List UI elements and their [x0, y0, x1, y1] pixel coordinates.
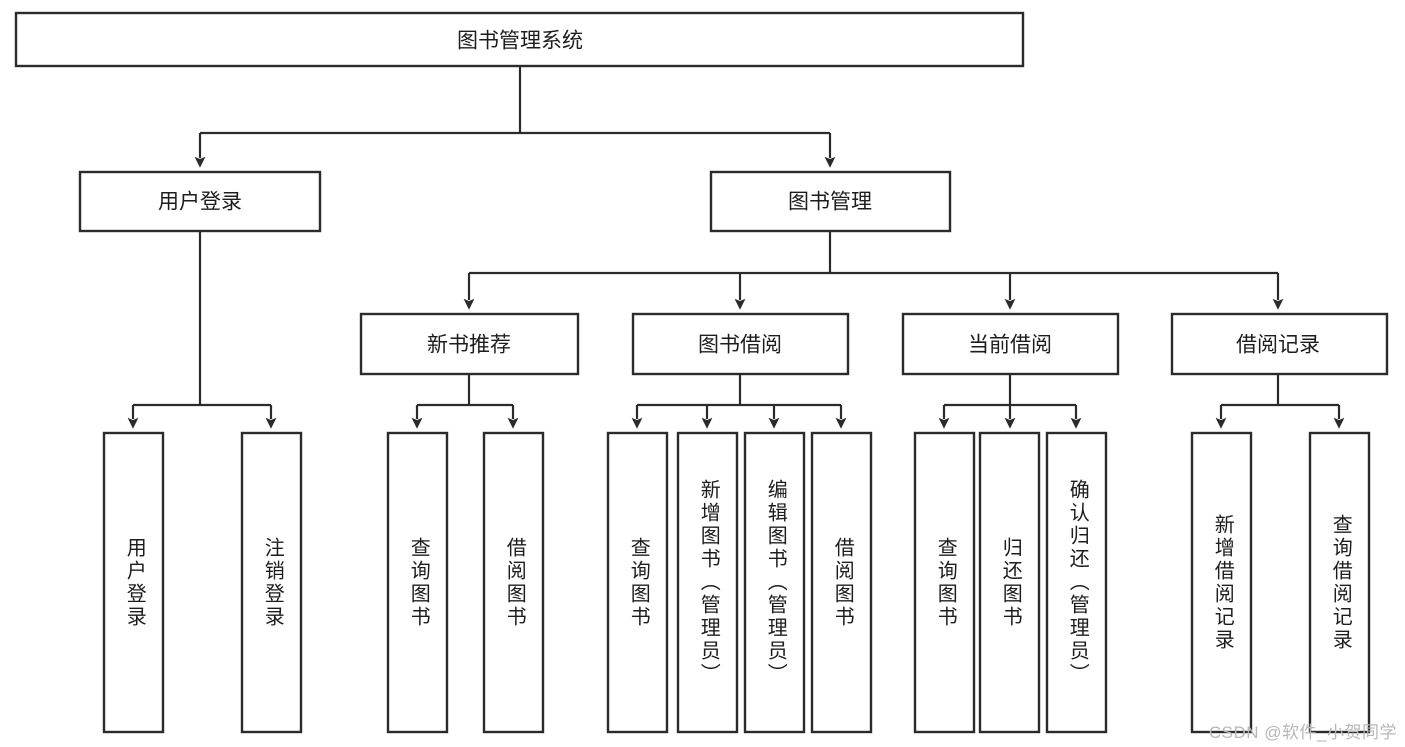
leaf-user-login-box[interactable]	[102, 431, 165, 734]
node-user-login-box[interactable]	[78, 170, 322, 233]
node-book-borrow[interactable]: 图书借阅	[631, 312, 850, 376]
node-new-book-rec-box[interactable]	[359, 312, 580, 376]
leaf-logout-box[interactable]	[240, 431, 303, 734]
leaf-edit-book-box[interactable]	[743, 431, 806, 734]
node-new-book-rec[interactable]: 新书推荐	[359, 312, 580, 376]
csdn-watermark: CSDN @软件_小贺同学	[1208, 723, 1397, 742]
node-borrow-record[interactable]: 借阅记录	[1170, 312, 1389, 376]
node-current-borrow-label: 当前借阅	[968, 334, 1052, 357]
leaf-query-book-2-box[interactable]	[606, 431, 669, 734]
node-book-manage-label: 图书管理	[788, 191, 872, 214]
node-user-login-label: 用户登录	[158, 191, 242, 214]
node-user-login[interactable]: 用户登录	[78, 170, 322, 233]
leaf-borrow-book-2-box[interactable]	[810, 431, 873, 734]
node-borrow-record-box[interactable]	[1170, 312, 1389, 376]
node-book-manage-box[interactable]	[709, 170, 952, 233]
node-root-label: 图书管理系统	[457, 30, 583, 53]
node-book-borrow-box[interactable]	[631, 312, 850, 376]
connector-group	[127, 66, 1345, 429]
leaf-add-record-box[interactable]	[1190, 431, 1253, 734]
leaf-confirm-return-box[interactable]	[1045, 431, 1108, 734]
leaf-query-record-box[interactable]	[1308, 431, 1371, 734]
node-borrow-record-label: 借阅记录	[1236, 334, 1320, 357]
leaf-borrow-book-1-box[interactable]	[482, 431, 545, 734]
node-new-book-rec-label: 新书推荐	[427, 334, 511, 357]
node-root-box[interactable]	[14, 11, 1025, 68]
node-root[interactable]: 图书管理系统	[14, 11, 1025, 68]
node-current-borrow[interactable]: 当前借阅	[901, 312, 1120, 376]
node-current-borrow-box[interactable]	[901, 312, 1120, 376]
node-book-manage[interactable]: 图书管理	[709, 170, 952, 233]
leaf-query-book-3-box[interactable]	[913, 431, 976, 734]
leaf-return-book-box[interactable]	[978, 431, 1041, 734]
leaf-query-book-1-box[interactable]	[386, 431, 449, 734]
node-book-borrow-label: 图书借阅	[698, 334, 782, 357]
leaf-add-book-box[interactable]	[676, 431, 739, 734]
leaf-box-group	[102, 431, 1371, 734]
